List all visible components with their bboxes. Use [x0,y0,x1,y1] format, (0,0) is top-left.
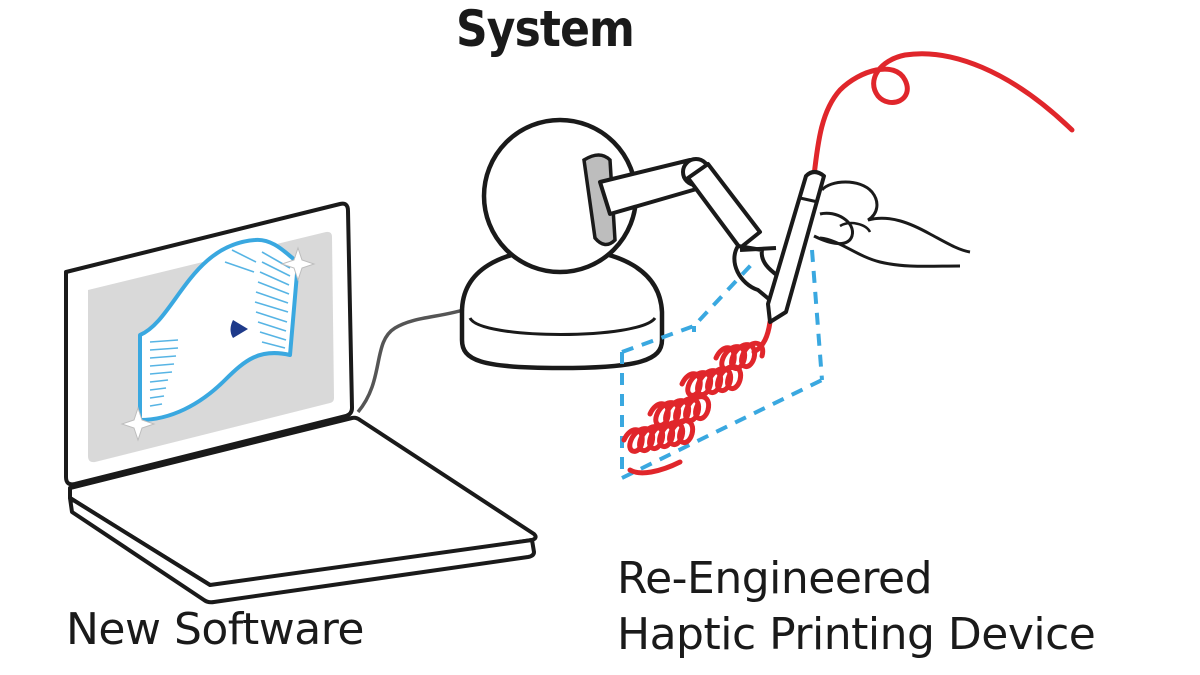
cursor-icon [230,320,248,338]
sparkle-icon [120,406,156,442]
thread-icon [620,51,1075,480]
stylus-icon [766,170,826,324]
label-new-software: New Software [66,604,364,655]
device-arm-lower [686,162,762,250]
laptop-base-edge [68,496,536,605]
label-haptic-device: Re-Engineered Haptic Printing Device [617,551,1096,663]
label-device-line1: Re-Engineered [617,553,933,604]
diagram-title: System [455,0,635,58]
dashed-guide [620,249,824,480]
laptop-icon [64,201,538,605]
thread-tail [811,51,1075,179]
hand-icon [813,180,971,268]
haptic-device-icon [459,117,780,371]
connector-cable [356,306,471,414]
label-device-line2: Haptic Printing Device [617,609,1096,660]
sparkle-icon [280,246,316,282]
